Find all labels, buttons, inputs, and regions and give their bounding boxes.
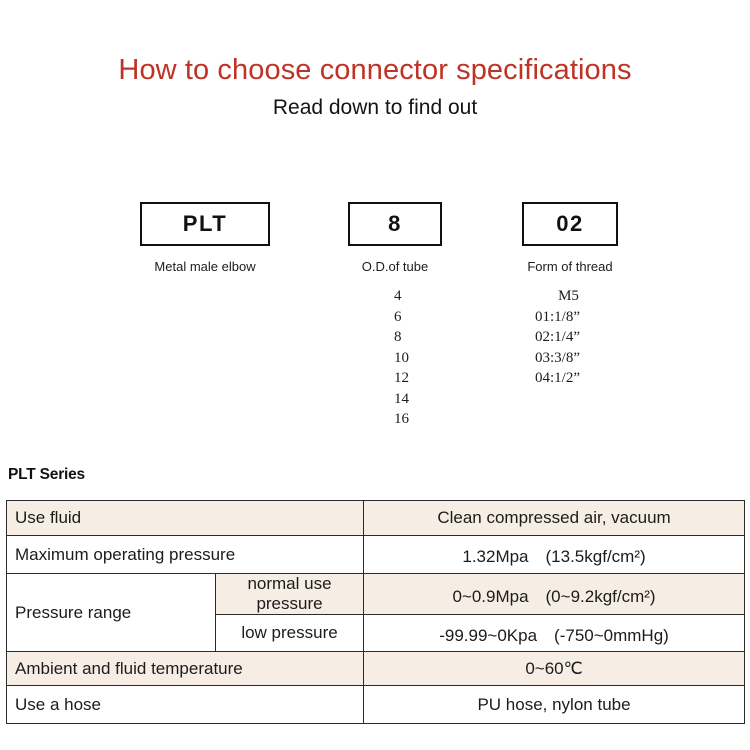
code-option-list-od: 4 6 8 10 12 14 16 — [348, 286, 442, 430]
list-item: 04:1/2” — [535, 370, 580, 386]
part-number-breakdown: PLT Metal male elbow 8 O.D.of tube 4 6 8… — [140, 202, 618, 430]
spec-value: 0~0.9Mpa (0~9.2kgf/cm²) — [363, 573, 746, 615]
spec-sub-label: low pressure — [214, 614, 365, 652]
list-item: 03:3/8” — [535, 349, 580, 366]
code-column-od: 8 O.D.of tube 4 6 8 10 12 14 16 — [348, 202, 442, 430]
code-column-thread: 02 Form of thread M5 01:1/8” 02:1/4” 03:… — [522, 202, 618, 389]
list-item: M5 — [558, 288, 579, 304]
spec-value: Clean compressed air, vacuum — [363, 500, 746, 536]
page-subtitle: Read down to find out — [272, 96, 478, 119]
list-item: 4 — [394, 288, 402, 304]
list-item: 8 — [394, 329, 402, 345]
series-heading: PLT Series — [8, 466, 85, 483]
spec-value: 1.32Mpa (13.5kgf/cm²) — [363, 535, 746, 574]
table-row: Pressure range normal use pressure 0~0.9… — [6, 573, 746, 652]
list-item: 01:1/8” — [535, 308, 580, 325]
code-caption-od: O.D.of tube — [361, 259, 429, 274]
code-box-thread: 02 — [522, 202, 618, 246]
spec-label: Use a hose — [5, 685, 365, 724]
list-item: 6 — [394, 308, 402, 325]
code-caption-thread: Form of thread — [527, 259, 613, 274]
table-row: low pressure -99.99~0Kpa (-750~0mmHg) — [7, 614, 746, 652]
page-title: How to choose connector specifications — [118, 54, 632, 86]
table-row: Use a hose PU hose, nylon tube — [5, 685, 746, 724]
list-item: 14 — [394, 390, 409, 407]
code-column-series: PLT Metal male elbow — [140, 202, 270, 274]
page-header: How to choose connector specifications R… — [0, 52, 750, 122]
spec-label: Maximum operating pressure — [5, 535, 365, 574]
specification-table: Use fluid Clean compressed air, vacuum M… — [5, 500, 746, 724]
spec-value: 0~60℃ — [363, 651, 746, 686]
code-box-od: 8 — [348, 202, 442, 246]
list-item: 12 — [394, 370, 409, 386]
code-box-series: PLT — [140, 202, 270, 246]
spec-label: Ambient and fluid temperature — [5, 651, 365, 686]
spec-sub-label: normal use pressure — [214, 573, 365, 615]
spec-label: Use fluid — [5, 500, 365, 536]
spec-value: PU hose, nylon tube — [363, 685, 746, 724]
table-row: Ambient and fluid temperature 0~60℃ — [5, 651, 746, 686]
code-caption-series: Metal male elbow — [154, 259, 256, 274]
list-item: 16 — [394, 411, 409, 427]
table-row: Use fluid Clean compressed air, vacuum — [5, 500, 746, 536]
list-item: 02:1/4” — [535, 329, 580, 345]
list-item: 10 — [394, 349, 409, 366]
code-option-list-thread: M5 01:1/8” 02:1/4” 03:3/8” 04:1/2” — [522, 286, 618, 389]
spec-label: Pressure range — [6, 573, 216, 652]
spec-value: -99.99~0Kpa (-750~0mmHg) — [363, 614, 746, 652]
table-row: Maximum operating pressure 1.32Mpa (13.5… — [5, 535, 746, 574]
